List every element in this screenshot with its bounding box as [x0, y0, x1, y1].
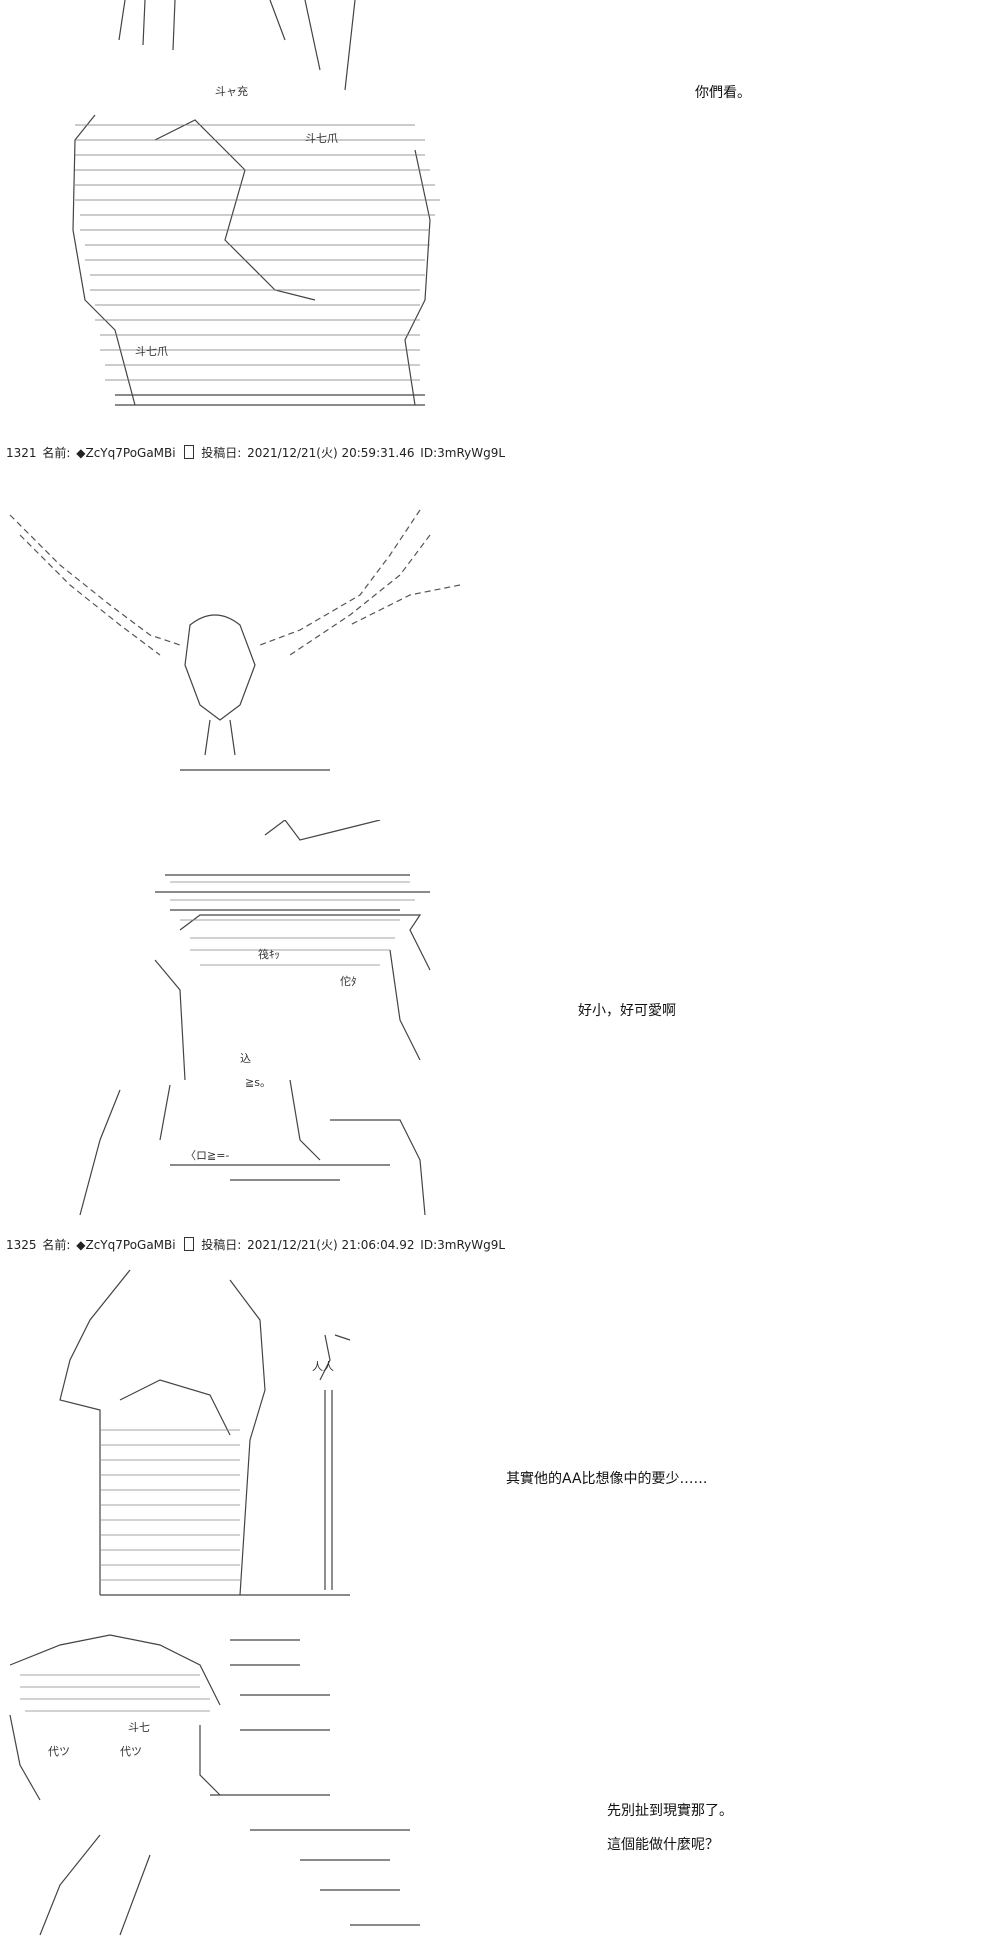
art-label: 斗七爪	[135, 345, 168, 358]
art-label: 代ツ	[48, 1745, 70, 1758]
art-label: 〈ロ≧=-	[185, 1149, 229, 1162]
dialogue-text: 好小，好可愛啊	[578, 1003, 676, 1019]
posted-label: 投稿日:	[201, 446, 242, 460]
post-header: 1321 名前: ◆ZcYq7PoGaMBi 投稿日: 2021/12/21(火…	[6, 444, 507, 461]
missing-glyph-icon	[184, 1237, 195, 1251]
art-label: 代ツ	[120, 1745, 142, 1758]
art-label: 人人	[312, 1360, 334, 1373]
dialogue-text: 這個能做什麼呢？	[607, 1837, 719, 1853]
ascii-art-panel-4: 人人	[50, 1260, 380, 1600]
post-header: 1325 名前: ◆ZcYq7PoGaMBi 投稿日: 2021/12/21(火…	[6, 1236, 507, 1253]
art-label: 佗ﾀ	[340, 974, 357, 988]
posted-label: 投稿日:	[201, 1238, 242, 1252]
name-label: 名前:	[42, 1238, 71, 1252]
post-date: 2021/12/21(火) 20:59:31.46	[247, 446, 415, 460]
post-id: ID:3mRyWg9L	[420, 1238, 506, 1252]
ascii-art-panel-1: 斗ャ充 斗七爪 斗七爪	[55, 0, 445, 420]
post-number: 1321	[6, 446, 37, 460]
ascii-art-panel-5: 斗七 代ツ 代ツ	[0, 1625, 440, 1942]
tripcode: ◆ZcYq7PoGaMBi	[76, 446, 176, 460]
art-label: 込	[240, 1052, 251, 1065]
missing-glyph-icon	[184, 445, 195, 459]
post-id: ID:3mRyWg9L	[420, 446, 506, 460]
ascii-art-panel-3: 筏ｷｯ 佗ﾀ 込 ≧s。 〈ロ≧=-	[0, 820, 450, 1220]
art-label: 斗七爪	[305, 132, 338, 145]
name-label: 名前:	[42, 446, 71, 460]
art-label: 斗七	[128, 1721, 150, 1734]
art-label: ≧s。	[245, 1076, 271, 1089]
art-label: 筏ｷｯ	[258, 947, 280, 961]
post-date: 2021/12/21(火) 21:06:04.92	[247, 1238, 415, 1252]
tripcode: ◆ZcYq7PoGaMBi	[76, 1238, 176, 1252]
ascii-art-panel-2	[0, 495, 470, 785]
art-label: 斗ャ充	[215, 84, 248, 98]
dialogue-text: 先別扯到現實那了。	[607, 1803, 733, 1819]
post-number: 1325	[6, 1238, 37, 1252]
dialogue-text: 你們看。	[695, 85, 751, 101]
dialogue-text: 其實他的AA比想像中的要少……	[506, 1471, 708, 1487]
